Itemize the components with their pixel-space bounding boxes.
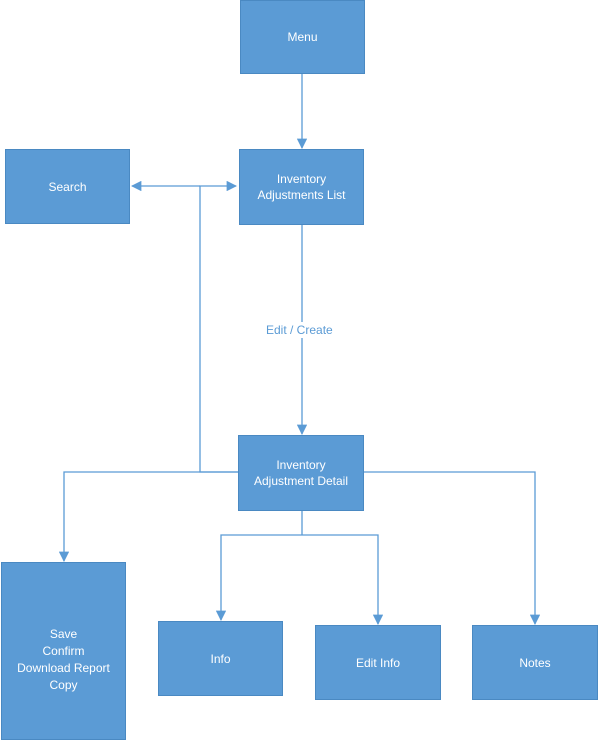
action-confirm: Confirm (42, 644, 85, 658)
action-save: Save (49, 627, 78, 641)
connector-detail-to-actions (58, 471, 238, 563)
info-label: Info (210, 651, 231, 666)
info-node[interactable]: Info (158, 621, 283, 696)
notes-node[interactable]: Notes (472, 625, 598, 700)
connector-detail-to-list (199, 180, 238, 473)
inventory-adjustments-list-label: Inventory Adjustments List (257, 172, 346, 202)
action-download-report: Download Report (17, 661, 110, 675)
connector-detail-to-notes (364, 471, 541, 626)
inventory-adjustment-detail-node[interactable]: Inventory Adjustment Detail (238, 435, 364, 511)
edit-create-label: Edit / Create (264, 322, 335, 338)
notes-label: Notes (519, 655, 551, 670)
connector-to-info (215, 534, 302, 622)
menu-node[interactable]: Menu (240, 0, 365, 74)
actions-node[interactable]: Save Confirm Download Report Copy (1, 562, 126, 740)
menu-label: Menu (287, 30, 318, 44)
edit-info-label: Edit Info (355, 655, 401, 670)
inventory-adjustment-detail-label: Inventory Adjustment Detail (253, 458, 349, 488)
action-copy: Copy (49, 678, 78, 692)
actions-list: Save Confirm Download Report Copy (17, 626, 110, 694)
search-node[interactable]: Search (5, 149, 130, 224)
connector-to-edit-info (302, 534, 384, 626)
edit-info-node[interactable]: Edit Info (315, 625, 441, 700)
search-label: Search (48, 179, 87, 194)
inventory-adjustments-list-node[interactable]: Inventory Adjustments List (239, 149, 364, 225)
